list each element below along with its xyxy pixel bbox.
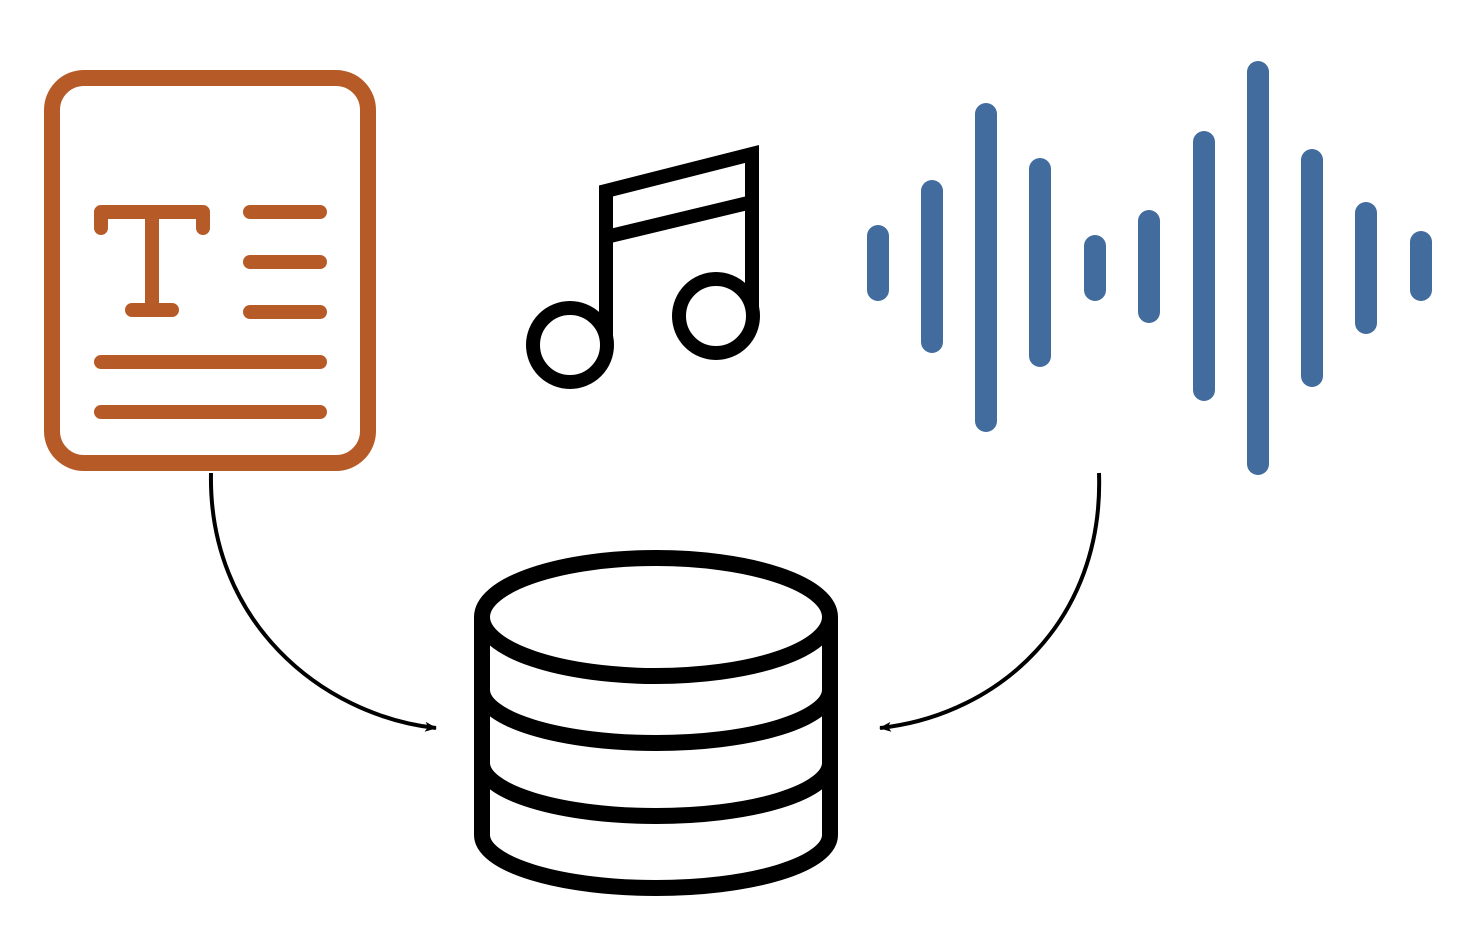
note-head-right (672, 272, 760, 360)
arrow-audio-to-database (879, 472, 1102, 732)
database-icon (474, 550, 838, 896)
text-document-icon (44, 70, 376, 471)
database-body (474, 618, 838, 896)
audio-waveform-icon (867, 61, 1432, 475)
note-crossbar (604, 195, 754, 244)
arrow-document-to-database (208, 472, 437, 732)
database-top (474, 550, 838, 684)
note-beam (599, 145, 759, 345)
music-note-icon (526, 145, 760, 389)
database-band (474, 762, 838, 824)
note-head-left (526, 301, 614, 389)
database-band (474, 689, 838, 751)
document-frame (44, 70, 376, 471)
serif-t-glyph (94, 205, 210, 317)
